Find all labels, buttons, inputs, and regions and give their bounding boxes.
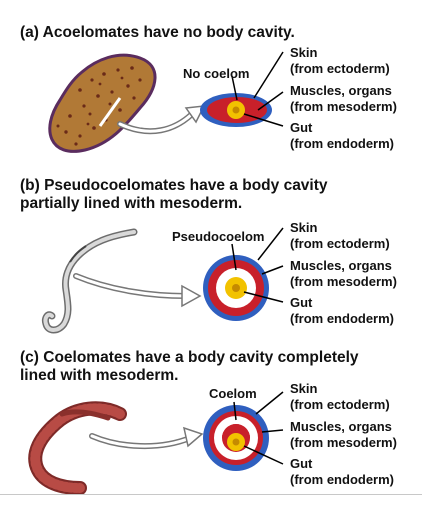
panel-c-cavity-label: Coelom [209,386,257,401]
panel-a-illustration [48,51,284,153]
panel-b-heading-line1: (b) Pseudocoelomates have a body cavity [20,177,328,194]
panel-b-illustration [42,227,284,334]
flatworm-image [48,53,157,153]
panel-a-skin-origin: (from ectoderm) [290,61,390,76]
panel-b-gut-label: Gut [290,295,313,310]
panel-a-skin-label: Skin [290,45,318,60]
panel-c-gut-label: Gut [290,456,313,471]
panel-b-muscles-origin: (from mesoderm) [290,274,397,289]
bottom-divider [0,494,422,495]
panel-a-gut-label: Gut [290,120,313,135]
panel-b-skin-origin: (from ectoderm) [290,236,390,251]
roundworm-image [42,228,138,334]
pseudocoelomate-cross-section [203,255,269,321]
panel-c-skin-label: Skin [290,381,318,396]
panel-c-gut-origin: (from endoderm) [290,472,394,487]
panel-c-illustration [28,391,284,494]
panel-a-muscles-label: Muscles, organs [290,83,392,98]
panel-a-gut-origin: (from endoderm) [290,136,394,151]
panel-b-gut-origin: (from endoderm) [290,311,394,326]
panel-c-muscles-origin: (from mesoderm) [290,435,397,450]
panel-a-heading: (a) Acoelomates have no body cavity. [20,24,295,41]
panel-c-skin-origin: (from ectoderm) [290,397,390,412]
panel-b-muscles-label: Muscles, organs [290,258,392,273]
panel-c-heading-line2: lined with mesoderm. [20,367,179,384]
coelomate-cross-section [203,405,269,471]
panel-a-muscles-origin: (from mesoderm) [290,99,397,114]
earthworm-image [28,401,127,494]
panel-c-muscles-label: Muscles, organs [290,419,392,434]
panel-b-heading-line2: partially lined with mesoderm. [20,195,243,212]
panel-b-cavity-label: Pseudocoelom [172,229,265,244]
panel-a-cavity-label: No coelom [183,66,250,81]
panel-c-heading-line1: (c) Coelomates have a body cavity comple… [20,349,359,366]
panel-b-skin-label: Skin [290,220,318,235]
